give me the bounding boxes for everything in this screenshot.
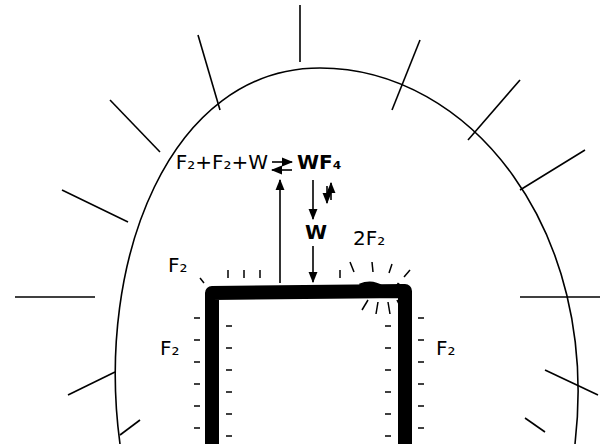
heat-tick bbox=[404, 270, 410, 277]
heat-tick bbox=[388, 302, 390, 314]
heat-tick bbox=[418, 361, 424, 363]
chemical-formula: F₂+F₂+W bbox=[176, 152, 268, 172]
chemical-formula: W bbox=[305, 222, 327, 242]
tungsten-deposit bbox=[360, 284, 400, 291]
heat-tick bbox=[339, 270, 341, 278]
heat-tick bbox=[397, 300, 402, 310]
heat-tick bbox=[194, 427, 200, 429]
heat-tick bbox=[194, 405, 200, 407]
heat-tick bbox=[372, 262, 373, 272]
heat-tick bbox=[227, 270, 229, 278]
heat-tick bbox=[226, 347, 232, 349]
chemical-formula: F₂ bbox=[168, 255, 188, 275]
chemical-formula: 2F₂ bbox=[353, 228, 385, 248]
heat-tick bbox=[243, 270, 245, 278]
heat-tick bbox=[226, 413, 232, 415]
heat-tick bbox=[362, 300, 368, 310]
heat-tick bbox=[385, 435, 391, 437]
heat-tick bbox=[418, 383, 424, 385]
reaction-arrows bbox=[272, 162, 331, 283]
heat-tick bbox=[350, 262, 354, 272]
deposition-arrow bbox=[312, 246, 314, 282]
chemical-formula: F₂ bbox=[160, 338, 180, 358]
heat-tick bbox=[389, 264, 392, 273]
chemical-formula: F₂ bbox=[436, 338, 456, 358]
heat-tick bbox=[376, 302, 378, 314]
heat-tick bbox=[194, 383, 200, 385]
heat-tick bbox=[385, 413, 391, 415]
bulb-outline bbox=[95, 60, 600, 444]
bulb-glass bbox=[115, 68, 578, 444]
heat-tick bbox=[259, 270, 261, 278]
evaporation-arrow bbox=[279, 180, 281, 283]
filament bbox=[212, 284, 405, 444]
forward-arrow bbox=[272, 161, 292, 163]
heat-tick bbox=[385, 369, 391, 371]
heat-tick bbox=[200, 278, 204, 283]
reverse-arrow bbox=[272, 169, 292, 171]
heat-tick bbox=[226, 325, 232, 327]
heat-tick bbox=[418, 339, 424, 341]
heat-tick bbox=[226, 369, 232, 371]
heat-tick bbox=[385, 325, 391, 327]
heat-tick bbox=[385, 347, 391, 349]
decomposition-arrow bbox=[312, 180, 314, 219]
heat-tick bbox=[194, 339, 200, 341]
small-down-arrow bbox=[326, 186, 328, 203]
heat-tick bbox=[226, 435, 232, 437]
small-up-arrow bbox=[330, 183, 332, 200]
heat-tick bbox=[194, 317, 200, 319]
heat-tick bbox=[194, 361, 200, 363]
heat-ticks bbox=[194, 262, 424, 436]
chemical-formula: WF₄ bbox=[297, 152, 341, 172]
glow-rays bbox=[15, 5, 600, 435]
lamp-bulb: F₂+F₂+W WF₄ W 2F₂ F₂ F₂ F₂ bbox=[95, 60, 600, 444]
heat-tick bbox=[418, 317, 424, 319]
heat-tick bbox=[418, 405, 424, 407]
heat-tick bbox=[418, 427, 424, 429]
heat-tick bbox=[385, 391, 391, 393]
heat-tick bbox=[226, 391, 232, 393]
